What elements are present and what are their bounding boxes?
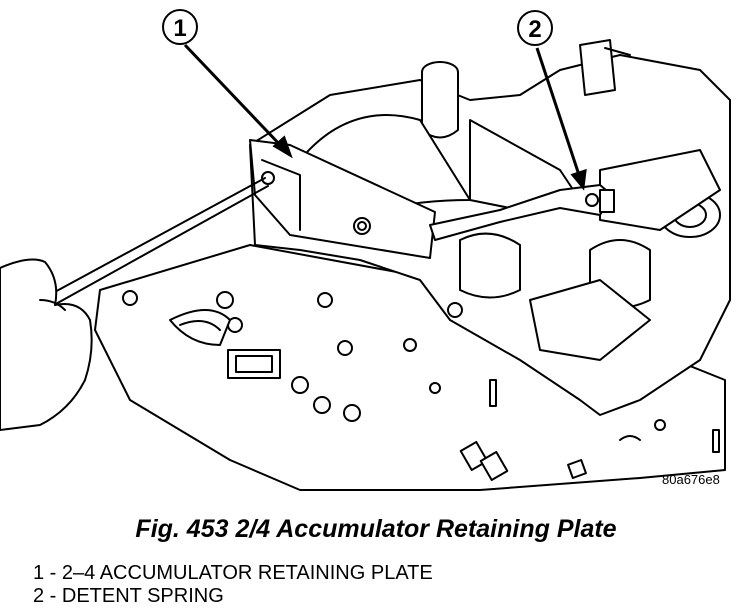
image-code: 80a676e8 — [662, 472, 720, 487]
callout-1-label: 1 — [173, 15, 186, 42]
callout-2 — [517, 10, 553, 46]
legend-item: 1 - 2–4 ACCUMULATOR RETAINING PLATE — [33, 562, 433, 584]
callout-2-label: 2 — [528, 16, 541, 43]
legend: 1 - 2–4 ACCUMULATOR RETAINING PLATE 2 - … — [33, 562, 433, 608]
hand — [0, 258, 93, 431]
accumulator-retaining-plate — [249, 139, 436, 259]
valve-body-illustration: 1 2 80a676e8 — [0, 9, 731, 491]
legend-item: 2 - DETENT SPRING — [33, 585, 224, 607]
callout-1 — [162, 9, 198, 45]
figure-caption: Fig. 453 2/4 Accumulator Retaining Plate — [135, 515, 617, 543]
